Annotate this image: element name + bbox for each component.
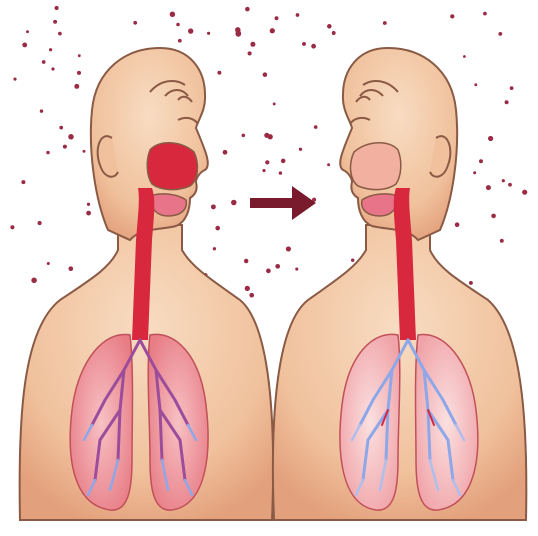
particle-dot <box>383 21 387 25</box>
particle-dot <box>217 71 221 75</box>
particle-dot <box>176 23 180 27</box>
particle-dot <box>266 269 271 274</box>
particle-dot <box>47 262 50 265</box>
particle-dot <box>486 185 491 190</box>
particle-dot <box>242 134 246 138</box>
particle-dot <box>207 32 210 35</box>
particle-dot <box>351 258 354 261</box>
particle-dot <box>215 226 220 231</box>
particle-dot <box>248 51 252 55</box>
particle-dot <box>51 67 54 70</box>
particle-dot <box>178 39 182 43</box>
particle-dot <box>38 221 42 225</box>
particle-dot <box>469 281 473 285</box>
particle-dot <box>245 286 250 291</box>
particle-dot <box>49 48 52 51</box>
particle-dot <box>83 150 86 153</box>
particle-dot <box>302 42 306 46</box>
particle-dot <box>223 150 228 155</box>
particle-dot <box>281 159 286 164</box>
particle-dot <box>250 42 255 47</box>
particle-dot <box>522 190 527 195</box>
particle-dot <box>133 21 137 25</box>
particle-dot <box>500 239 504 243</box>
particle-dot <box>188 28 193 33</box>
particle-dot <box>231 200 237 206</box>
left-figure <box>20 48 274 520</box>
particle-dot <box>314 125 318 129</box>
particle-dot <box>502 179 505 182</box>
particle-dot <box>211 204 216 209</box>
particle-dot <box>295 268 298 271</box>
particle-dot <box>273 102 276 105</box>
particle-dot <box>508 183 512 187</box>
particle-dot <box>327 163 330 166</box>
particle-dot <box>26 30 29 33</box>
particle-dot <box>268 134 273 139</box>
particle-dot <box>87 203 90 206</box>
particle-dot <box>263 72 268 77</box>
particle-dot <box>249 293 254 298</box>
particle-dot <box>286 246 291 251</box>
particle-dot <box>13 78 16 81</box>
particle-dot <box>299 148 302 151</box>
particle-dot <box>31 278 37 284</box>
particle-dot <box>213 247 216 250</box>
particle-dot <box>488 136 493 141</box>
particle-dot <box>46 151 49 154</box>
particle-dot <box>505 100 509 104</box>
particle-dot <box>463 55 466 58</box>
particle-dot <box>455 222 460 227</box>
particle-dot <box>245 7 250 12</box>
particle-dot <box>483 12 487 16</box>
left-nasal-cavity <box>147 143 197 190</box>
particle-dot <box>21 180 25 184</box>
particle-dot <box>170 12 175 17</box>
particle-dot <box>74 84 79 89</box>
particle-dot <box>68 266 73 271</box>
particle-dot <box>78 54 81 57</box>
particle-dot <box>270 28 275 33</box>
particle-dot <box>311 44 316 49</box>
particle-dot <box>275 264 280 269</box>
particle-dot <box>450 14 454 18</box>
particle-dot <box>68 134 73 139</box>
particle-dot <box>58 32 62 36</box>
particle-dot <box>236 30 241 35</box>
transition-arrow <box>250 186 316 220</box>
particle-dot <box>279 171 282 174</box>
particle-dot <box>510 86 514 90</box>
particle-dot <box>327 24 332 29</box>
particle-dot <box>59 126 63 130</box>
particle-dot <box>265 160 269 164</box>
particle-dot <box>498 32 502 36</box>
particle-dot <box>262 169 265 172</box>
particle-dot <box>473 171 476 174</box>
right-nasal-cavity <box>351 143 401 190</box>
particle-dot <box>42 60 46 64</box>
particle-dot <box>86 211 91 216</box>
particle-dot <box>10 225 14 229</box>
right-figure <box>273 48 526 520</box>
particle-dot <box>55 6 59 10</box>
particle-dot <box>332 31 336 35</box>
particle-dot <box>63 145 67 149</box>
particle-dot <box>479 159 483 163</box>
particle-dot <box>22 42 27 47</box>
particle-dot <box>40 109 43 112</box>
particle-dot <box>474 83 477 86</box>
particle-dot <box>296 13 300 17</box>
particle-dot <box>53 20 57 24</box>
particle-dot <box>491 214 496 219</box>
particle-dot <box>77 71 81 75</box>
particle-dot <box>244 259 248 263</box>
particle-dot <box>275 16 279 20</box>
